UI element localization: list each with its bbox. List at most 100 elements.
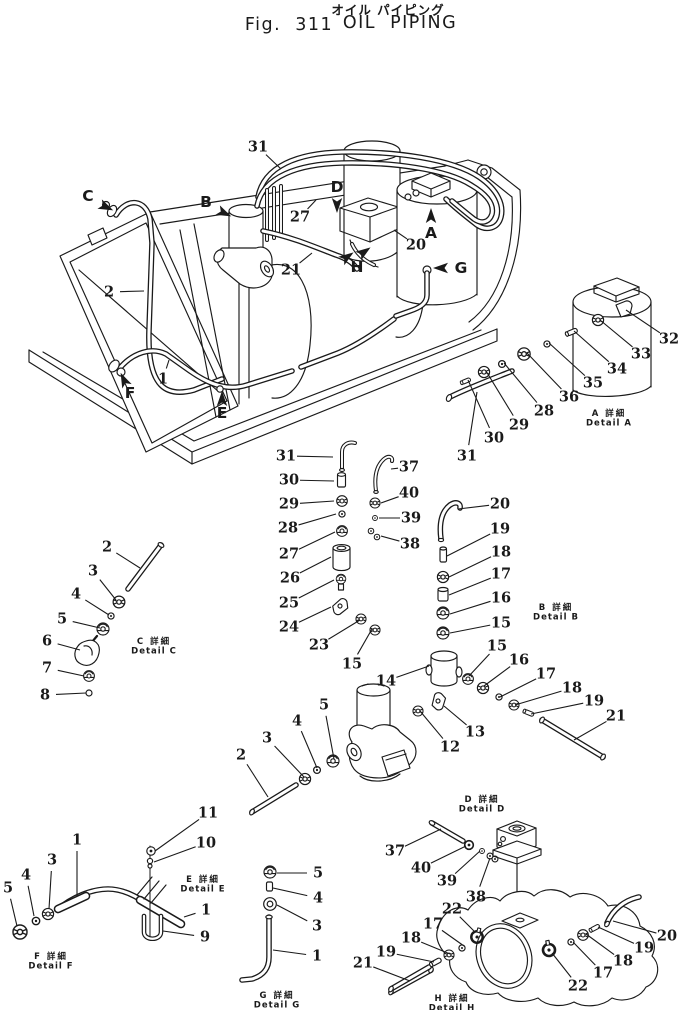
callout-40: 40 <box>399 485 419 502</box>
detail-caption-jp: E 詳細 <box>186 874 220 885</box>
leader-line <box>276 904 308 922</box>
page-title-english: OIL PIPING <box>343 13 457 33</box>
leader-line <box>448 577 492 596</box>
detail-caption-jp: F 詳細 <box>34 951 68 962</box>
leader-line <box>530 702 584 715</box>
leader-line <box>526 352 562 390</box>
callout-3: 3 <box>262 730 272 747</box>
figure-number: Fig. 311 <box>245 15 333 35</box>
leader-line <box>404 828 442 847</box>
leader-line <box>84 599 110 616</box>
leader-line <box>503 362 538 403</box>
detail-ef-artwork <box>12 845 186 942</box>
callout-40: 40 <box>411 860 431 877</box>
detail-h-artwork <box>388 889 659 1007</box>
callout-9: 9 <box>200 929 210 946</box>
leader-line <box>300 730 318 769</box>
detail-caption-jp: G 詳細 <box>260 990 295 1001</box>
leader-line <box>299 556 332 574</box>
callout-29: 29 <box>509 417 529 434</box>
callout-12: 12 <box>440 739 460 756</box>
callout-5: 5 <box>3 880 13 897</box>
leader-line <box>441 929 465 947</box>
callout-21: 21 <box>353 955 373 972</box>
view-arrow-icon <box>216 391 228 406</box>
callout-22: 22 <box>568 978 588 995</box>
view-arrow-icon <box>331 198 343 213</box>
detail-caption-en: Detail C <box>131 647 177 657</box>
leader-line <box>390 467 399 470</box>
view-arrow-icon <box>120 372 132 389</box>
callout-20: 20 <box>406 237 426 254</box>
leader-line <box>430 845 467 864</box>
detail-caption-en: Detail G <box>254 1001 300 1010</box>
callout-4: 4 <box>313 890 323 907</box>
leader-line <box>448 556 492 578</box>
callout-17: 17 <box>536 666 556 683</box>
callout-4: 4 <box>71 586 81 603</box>
leader-line <box>373 966 411 982</box>
view-marker-c: C <box>82 187 93 205</box>
callout-18: 18 <box>613 953 633 970</box>
detail-caption-jp: A 詳細 <box>592 408 627 419</box>
main-machine-artwork <box>28 140 522 465</box>
callout-16: 16 <box>509 652 529 669</box>
callout-27: 27 <box>290 209 310 226</box>
leader-line <box>154 818 200 852</box>
callout-14: 14 <box>376 673 396 690</box>
leader-line <box>457 504 490 510</box>
callout-5: 5 <box>57 611 67 628</box>
leader-line <box>499 678 537 698</box>
leader-line <box>9 898 18 927</box>
leader-line <box>420 941 451 955</box>
callout-2: 2 <box>104 284 114 301</box>
callout-32: 32 <box>659 331 679 348</box>
callout-19: 19 <box>634 940 654 957</box>
callout-28: 28 <box>534 403 554 420</box>
callout-30: 30 <box>279 472 299 489</box>
callout-20: 20 <box>657 928 677 945</box>
callout-34: 34 <box>607 361 627 378</box>
leader-line <box>272 949 307 956</box>
leader-line <box>443 705 467 726</box>
leader-line <box>183 912 196 918</box>
callout-3: 3 <box>88 563 98 580</box>
detail-caption-jp: C 詳細 <box>137 636 171 647</box>
leader-line <box>573 720 607 741</box>
view-marker-a: A <box>425 224 437 242</box>
callout-2: 2 <box>102 539 112 556</box>
leader-line <box>119 290 145 293</box>
view-marker-d: D <box>331 178 344 196</box>
view-arrow-icon <box>355 247 371 261</box>
callout-25: 25 <box>279 595 299 612</box>
callout-15: 15 <box>491 615 511 632</box>
callout-17: 17 <box>593 965 613 982</box>
leader-line <box>99 579 117 601</box>
detail-a-artwork <box>445 277 652 402</box>
leader-line <box>356 628 373 655</box>
callout-18: 18 <box>401 930 421 947</box>
detail-caption-jp: D 詳細 <box>464 794 499 805</box>
callout-13: 13 <box>465 724 485 741</box>
leader-line <box>467 379 491 429</box>
callout-1: 1 <box>158 371 168 388</box>
callout-31: 31 <box>276 448 296 465</box>
leader-line <box>57 643 81 651</box>
callout-6: 6 <box>42 633 52 650</box>
callout-3: 3 <box>312 918 322 935</box>
callout-5: 5 <box>319 697 329 714</box>
callout-38: 38 <box>400 536 420 553</box>
leader-line <box>468 391 478 446</box>
callout-21: 21 <box>606 708 626 725</box>
leader-line <box>298 606 332 623</box>
leader-line <box>483 666 511 687</box>
callout-37: 37 <box>385 843 405 860</box>
callout-31: 31 <box>248 139 268 156</box>
callout-1: 1 <box>201 902 211 919</box>
callout-39: 39 <box>401 510 421 527</box>
view-arrow-icon <box>215 205 232 217</box>
detail-caption-jp: B 詳細 <box>539 602 573 613</box>
leader-line <box>514 690 562 706</box>
